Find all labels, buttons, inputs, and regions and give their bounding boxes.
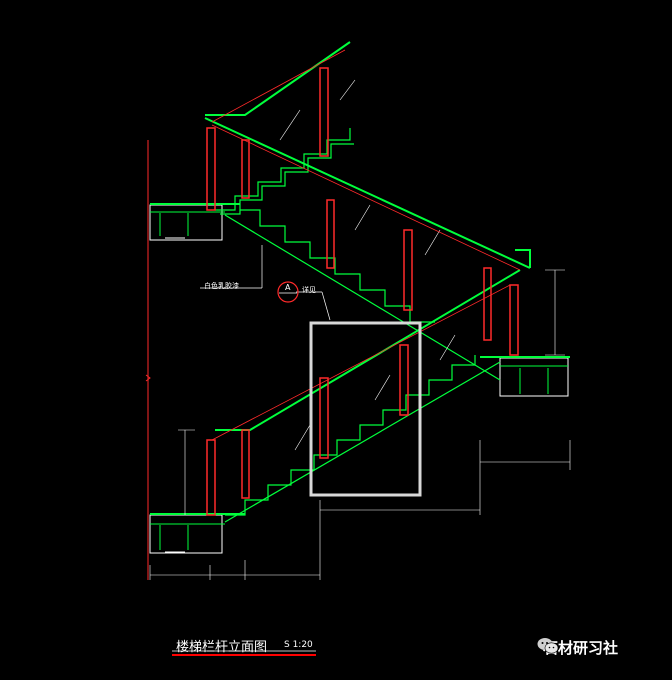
detail-symbol	[277, 281, 299, 303]
lower-flight-steps	[224, 355, 501, 523]
upper-landing-slab	[149, 203, 240, 241]
baluster	[403, 229, 413, 311]
bottom-dimensions	[149, 440, 571, 580]
baluster	[399, 344, 409, 416]
baluster	[319, 67, 329, 157]
handrails	[204, 41, 531, 431]
baluster	[509, 284, 519, 356]
rail-inner-lines	[211, 49, 521, 441]
highlight-box	[309, 321, 422, 497]
baluster	[241, 429, 250, 499]
lower-landing-slab	[149, 513, 245, 554]
right-landing-slab	[480, 356, 570, 397]
drawing-title: 楼梯栏杆立面图	[176, 640, 268, 655]
baluster	[206, 439, 216, 516]
watermark: 石材研习社	[537, 637, 618, 658]
detail-symbol-letter: A	[285, 283, 291, 292]
leader-lines	[200, 245, 331, 321]
baluster	[319, 377, 329, 459]
baluster	[483, 267, 492, 341]
baluster	[241, 139, 250, 199]
middle-flight-steps	[224, 209, 501, 381]
upper-flight-steps	[215, 128, 354, 215]
left-dimension-line	[145, 140, 151, 580]
right-dimensions	[178, 269, 565, 515]
watermark-text: 石材研习社	[543, 639, 619, 657]
balusters	[206, 67, 519, 516]
drawing-scale: S 1:20	[284, 640, 313, 650]
glass-panel-hatching	[279, 79, 456, 451]
handrail-finish-note: 白色乳胶漆	[204, 282, 239, 290]
baluster	[326, 199, 335, 269]
baluster	[206, 127, 216, 211]
title-underline	[172, 650, 316, 656]
detail-reference-note: 详见	[302, 286, 316, 294]
